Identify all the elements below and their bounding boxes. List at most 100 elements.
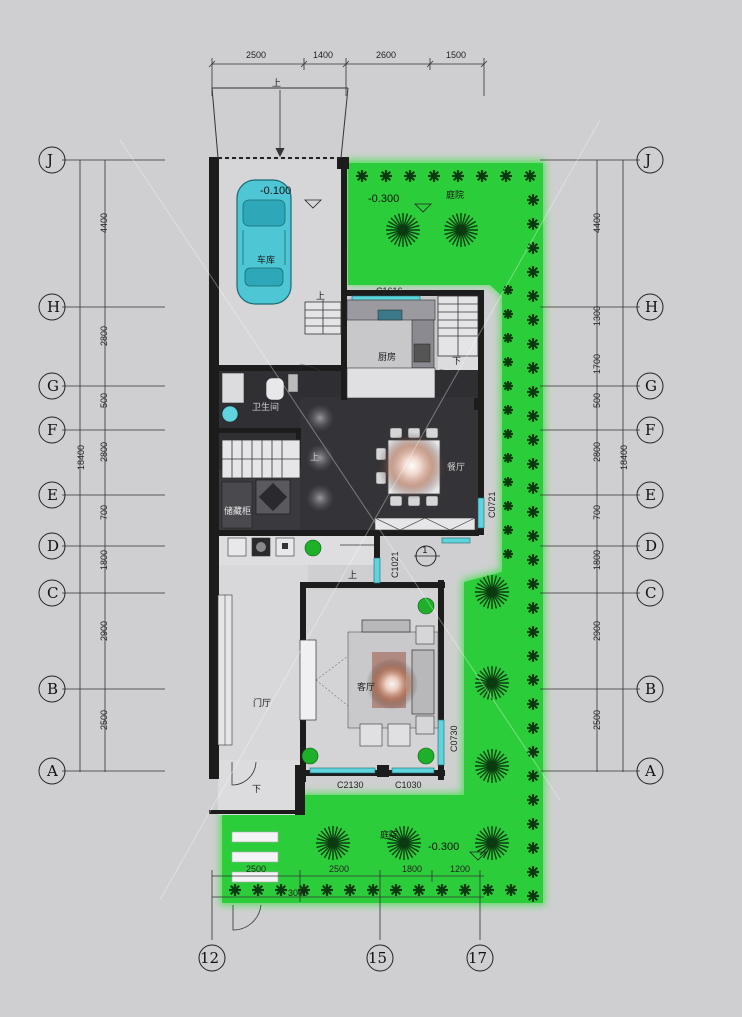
shrub-icon xyxy=(527,650,539,662)
shrub-icon xyxy=(503,405,513,415)
shrub-icon xyxy=(527,410,539,422)
garden-area xyxy=(220,160,545,905)
stair-labels: 上 上 上 下 上 下 xyxy=(252,78,461,795)
stair-garage xyxy=(304,300,342,335)
shrub-icon xyxy=(413,884,425,896)
row-dimension: 500 xyxy=(99,393,109,408)
shrub-icon xyxy=(527,530,539,542)
row-axis-label: H xyxy=(645,298,658,316)
shrub-icon xyxy=(527,818,539,830)
shrub-icon xyxy=(527,386,539,398)
tree-icon xyxy=(444,213,478,247)
shrub-icon xyxy=(503,381,513,391)
room-labels: 车库 厨房 卫生间 餐厅 储藏柜 客厅 门厅 庭院 庭院 xyxy=(224,189,465,841)
svg-text:1400: 1400 xyxy=(313,50,333,60)
row-axis-label: A xyxy=(644,762,656,780)
dining-cabinet xyxy=(374,517,476,531)
shrub-icon xyxy=(367,884,379,896)
tree-icon xyxy=(316,826,350,860)
level-marks: -0.100 -0.300 -0.300 xyxy=(260,185,487,861)
row-axis-label: B xyxy=(47,680,58,698)
tree-icon xyxy=(475,749,509,783)
shrub-row xyxy=(229,170,539,902)
shrub-icon xyxy=(527,458,539,470)
row-dimension: 2800 xyxy=(99,326,109,346)
room-label-garden-bottom: 庭院 xyxy=(380,829,398,841)
row-axis-label: G xyxy=(47,377,59,395)
shrub-icon xyxy=(527,434,539,446)
door-swings xyxy=(231,364,469,931)
shrub-icon xyxy=(505,884,517,896)
row-dimension: 500 xyxy=(592,393,602,408)
shrub-icon xyxy=(275,884,287,896)
entry-steps xyxy=(231,831,279,883)
car-icon xyxy=(236,179,292,305)
shrub-icon xyxy=(503,285,513,295)
shrub-icon xyxy=(527,842,539,854)
svg-text:1500: 1500 xyxy=(446,50,466,60)
row-axis-label: H xyxy=(47,298,60,316)
shrub-icon xyxy=(229,884,241,896)
dining-table xyxy=(375,427,446,507)
svg-text:上: 上 xyxy=(272,78,281,89)
row-dimension: 700 xyxy=(99,505,109,520)
svg-text:1: 1 xyxy=(422,546,428,556)
row-axis-label: C xyxy=(645,584,656,602)
row-axis-label: E xyxy=(645,486,656,504)
shrub-icon xyxy=(503,429,513,439)
svg-text:-0.300: -0.300 xyxy=(428,841,459,853)
shrub-icon xyxy=(524,170,536,182)
shrub-icon xyxy=(527,266,539,278)
shrub-icon xyxy=(344,884,356,896)
shrub-icon xyxy=(527,554,539,566)
shrub-icon xyxy=(503,525,513,535)
shrub-icon xyxy=(527,890,539,902)
column-axis-markers: 12 15 17 xyxy=(198,944,494,972)
tree-icon xyxy=(475,575,509,609)
row-dimension: 2500 xyxy=(99,710,109,730)
shrub-icon xyxy=(321,884,333,896)
shrub-icon xyxy=(527,290,539,302)
room-label-living: 客厅 xyxy=(357,681,375,693)
shrub-icon xyxy=(380,170,392,182)
svg-text:1800: 1800 xyxy=(402,864,422,874)
detail-marker: 1 xyxy=(414,545,440,567)
svg-text:上: 上 xyxy=(316,291,325,302)
shrub-icon xyxy=(527,866,539,878)
svg-text:12: 12 xyxy=(200,949,219,967)
tree-icon xyxy=(386,213,420,247)
shrub-icon xyxy=(503,309,513,319)
shrub-icon xyxy=(527,194,539,206)
shrub-icon xyxy=(452,170,464,182)
row-axis-label: F xyxy=(47,421,57,439)
window-labels: C1616 C0721 C2130 C1030 C0730 C1021 xyxy=(337,286,497,790)
shrub-icon xyxy=(527,338,539,350)
bathroom-fixtures xyxy=(221,372,299,423)
row-axis-label: C xyxy=(47,584,58,602)
row-dimension: 2500 xyxy=(592,710,602,730)
shrub-icon xyxy=(298,884,310,896)
svg-text:C1021: C1021 xyxy=(390,551,400,578)
row-dimension: 700 xyxy=(592,505,602,520)
svg-text:2500: 2500 xyxy=(246,50,266,60)
shrub-icon xyxy=(459,884,471,896)
shrub-icon xyxy=(436,884,448,896)
shrub-icon xyxy=(527,314,539,326)
svg-text:-0.300: -0.300 xyxy=(368,193,399,205)
svg-text:下: 下 xyxy=(252,785,261,795)
row-dimension: 2900 xyxy=(592,621,602,641)
shrub-icon xyxy=(252,884,264,896)
left-axis: JHGFEDCBA4400280050028007001800290025001… xyxy=(38,146,165,785)
shrub-icon xyxy=(527,362,539,374)
corridor-cabinets xyxy=(227,537,295,557)
shrub-icon xyxy=(527,746,539,758)
svg-text:下: 下 xyxy=(452,357,461,367)
svg-text:3000: 3000 xyxy=(288,888,308,898)
row-axis-label: D xyxy=(645,537,657,555)
shrub-icon xyxy=(527,506,539,518)
kitchen-counters xyxy=(346,299,436,399)
windows xyxy=(309,295,485,774)
light-streaks xyxy=(119,119,601,901)
room-label-foyer: 门厅 xyxy=(253,697,271,709)
foyer-wardrobe xyxy=(217,594,233,746)
